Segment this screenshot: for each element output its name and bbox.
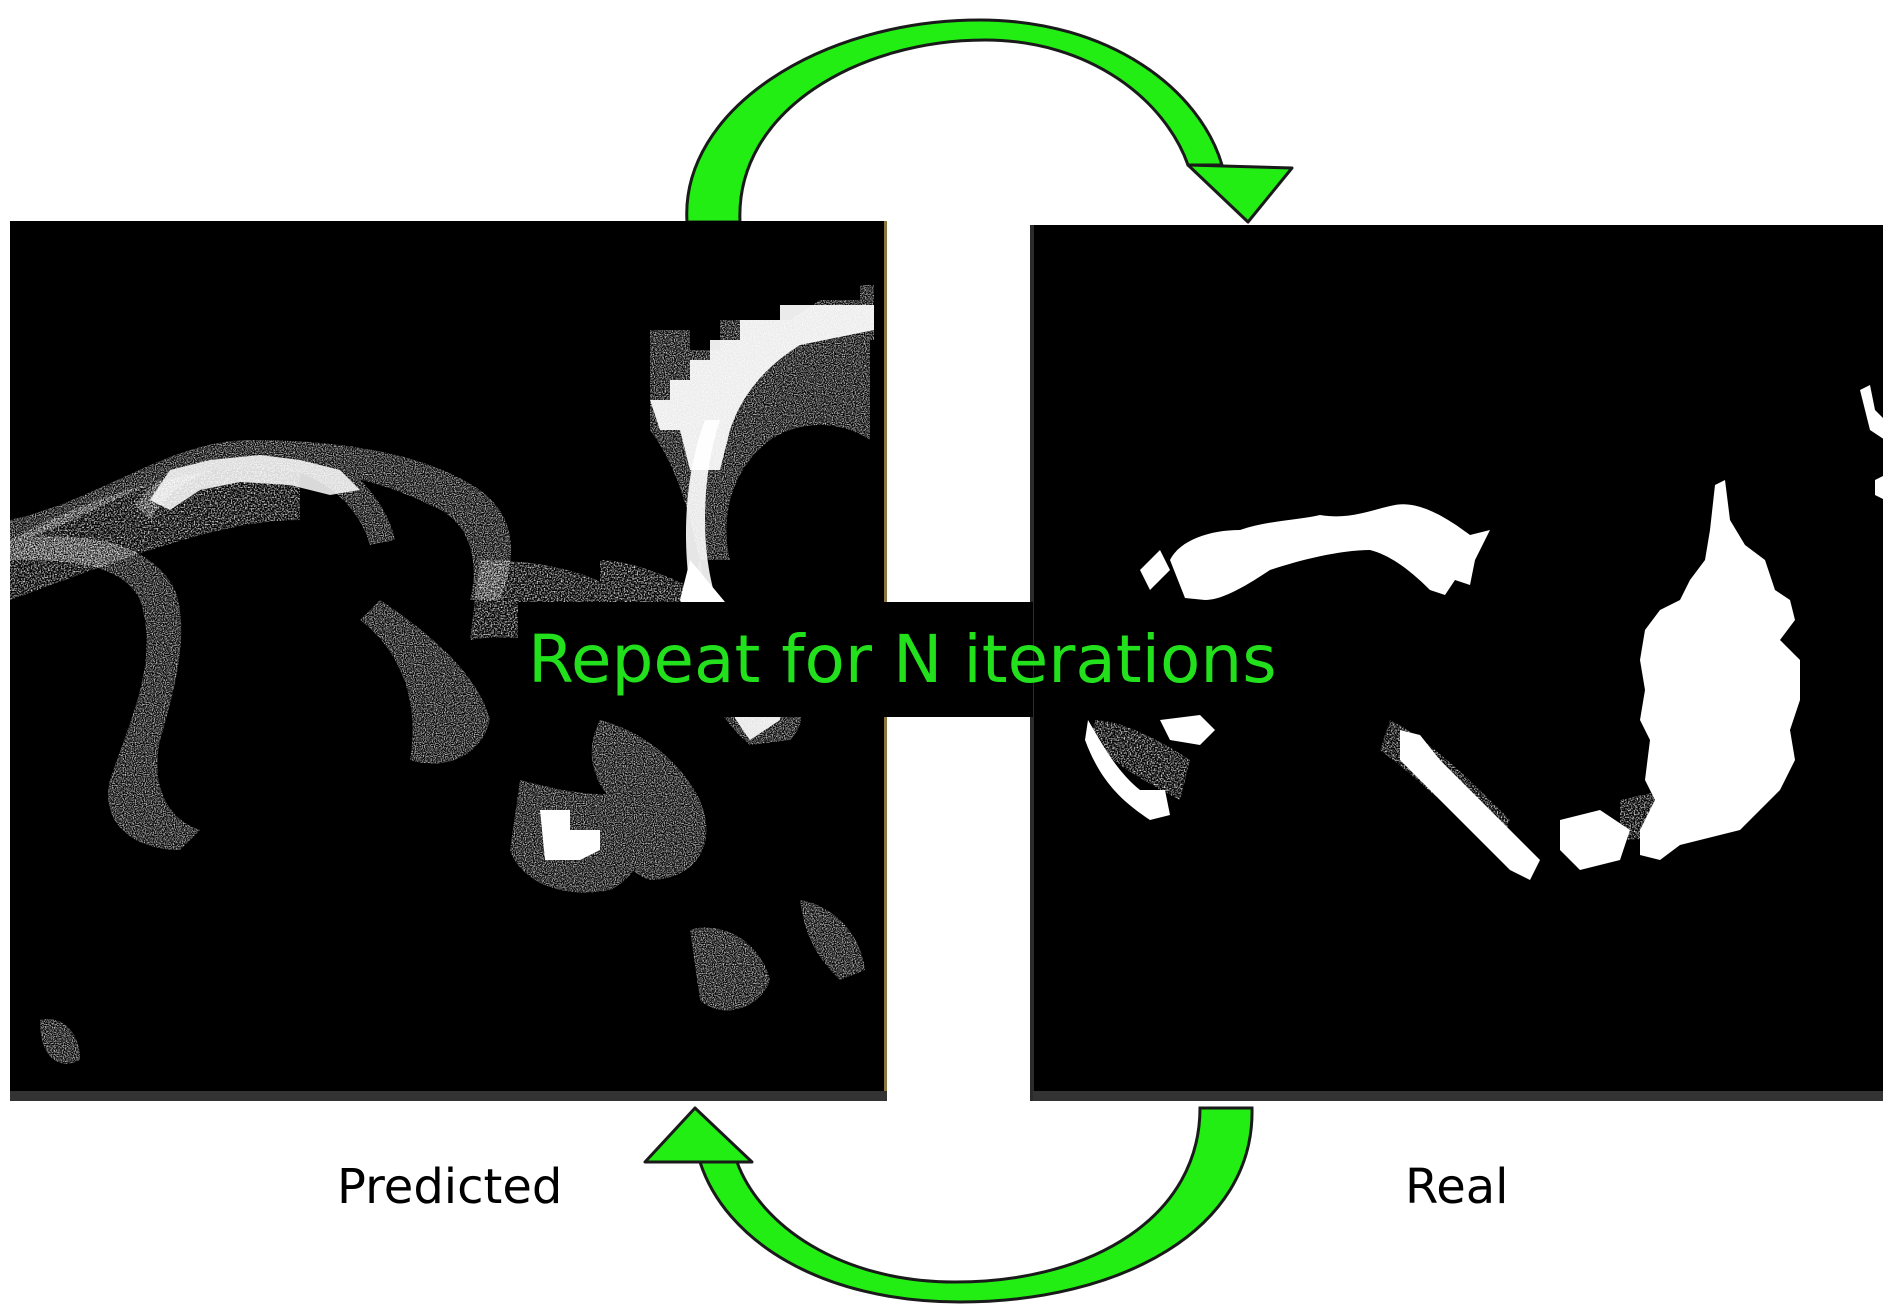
real-map-panel (1030, 225, 1883, 1101)
loop-label-banner: Repeat for N iterations (518, 602, 1277, 717)
caption-real: Real (1405, 1159, 1509, 1215)
curved-arrow-bottom-icon (643, 1106, 1254, 1304)
caption-predicted: Predicted (337, 1159, 563, 1215)
predicted-map-panel (10, 221, 887, 1101)
loop-label: Repeat for N iterations (528, 620, 1277, 698)
curved-arrow-top-icon (685, 18, 1294, 224)
real-mask-pixels (1085, 385, 1883, 880)
